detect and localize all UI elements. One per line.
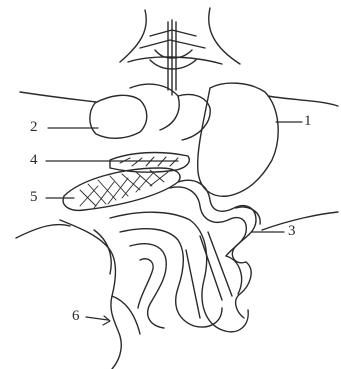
label-1: 1 xyxy=(304,114,312,129)
leader-lines xyxy=(46,122,302,325)
liver xyxy=(198,83,278,196)
hatched-organ xyxy=(63,168,180,210)
label-6: 6 xyxy=(72,309,80,324)
pancreas xyxy=(110,153,189,173)
label-2: 2 xyxy=(30,120,38,135)
leader-line-6 xyxy=(86,317,108,320)
label-3: 3 xyxy=(288,224,296,239)
arrowhead-6 xyxy=(103,316,110,325)
label-5: 5 xyxy=(30,190,38,205)
label-4: 4 xyxy=(30,153,38,168)
left-lobe xyxy=(90,95,147,138)
rib-cage xyxy=(120,8,240,95)
